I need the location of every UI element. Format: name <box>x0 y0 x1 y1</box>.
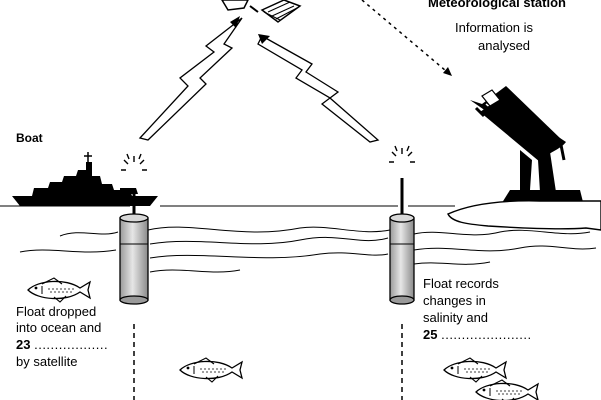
left-caption-line-1: Float dropped <box>16 304 97 319</box>
question-number-25: 25 <box>423 327 438 342</box>
coastline <box>447 200 601 231</box>
station-title: Meteorological station <box>428 0 566 10</box>
radar-dish-icon <box>470 86 584 206</box>
fish-icon <box>443 357 507 383</box>
ocean-waves <box>19 226 597 273</box>
boat-icon <box>12 152 158 206</box>
question-number-23: 23 <box>16 337 31 352</box>
antenna-signal-icon-left <box>120 153 148 171</box>
right-caption-line-1: Float records <box>423 276 499 291</box>
right-caption-line-2: changes in <box>423 293 486 308</box>
fish-icon <box>475 379 539 400</box>
fish-icon <box>179 357 243 383</box>
float-icon-left <box>119 188 149 400</box>
lightning-signal-right <box>257 34 380 143</box>
left-question-23: 23 .................. <box>16 337 108 353</box>
boat-label: Boat <box>16 131 43 145</box>
answer-blank-23[interactable]: .................. <box>34 337 109 352</box>
left-caption-line-4: by satellite <box>16 354 78 369</box>
antenna-signal-icon-right <box>388 145 416 163</box>
satellite-icon <box>221 0 302 23</box>
answer-blank-25[interactable]: ...................... <box>441 327 532 342</box>
station-info-line-2: analysed <box>478 38 531 53</box>
lightning-signal-left <box>138 16 243 141</box>
right-question-25: 25 ...................... <box>423 327 532 343</box>
right-caption-line-3: salinity and <box>423 310 489 325</box>
station-info-line-1: Information is <box>455 20 534 35</box>
float-icon-right <box>389 178 415 400</box>
fish-icon <box>27 277 91 303</box>
left-caption-line-2: into ocean and <box>16 320 102 335</box>
dotted-arrow-to-station <box>361 0 453 77</box>
